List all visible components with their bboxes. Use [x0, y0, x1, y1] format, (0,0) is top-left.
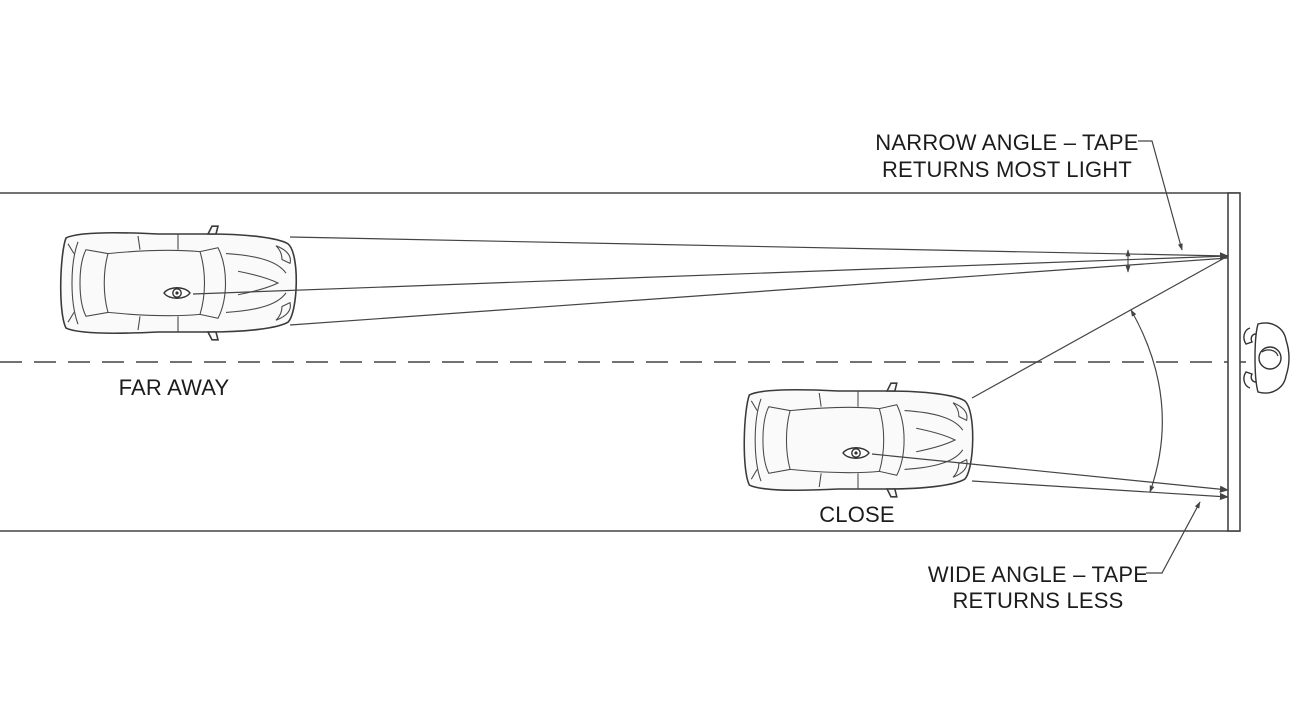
close-beam-eye — [871, 453, 1229, 493]
far-beam-bottom — [289, 257, 1229, 326]
driver-eye-icon-close — [842, 447, 870, 459]
wide-angle-label-line1: WIDE ANGLE – TAPE — [928, 562, 1148, 587]
reflective-tape-panel — [1227, 192, 1241, 532]
car-far-away — [59, 225, 298, 341]
narrow-angle-label-line1: NARROW ANGLE – TAPE — [875, 130, 1138, 155]
driver-eye-icon-far — [163, 287, 191, 299]
observer-person-icon — [1243, 322, 1290, 394]
far-away-label: FAR AWAY — [119, 375, 230, 400]
wide-angle-leader — [1146, 501, 1201, 574]
close-beam-bottom — [971, 480, 1229, 501]
far-beam-eye — [192, 252, 1229, 295]
close-beam-top — [971, 255, 1229, 399]
narrow-angle-label-line2: RETURNS MOST LIGHT — [882, 157, 1132, 182]
far-beam-top — [289, 236, 1229, 260]
narrow-angle-leader — [1138, 140, 1183, 251]
close-label: CLOSE — [819, 502, 895, 527]
wide-angle-arc — [1130, 309, 1163, 493]
wide-angle-label-line2: RETURNS LESS — [952, 588, 1123, 613]
car-close — [743, 382, 974, 498]
